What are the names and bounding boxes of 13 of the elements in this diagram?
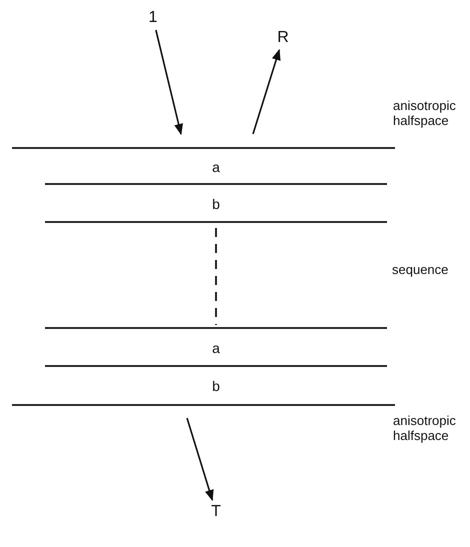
wave-label: 1 <box>144 6 162 30</box>
layer-label: b <box>212 196 220 212</box>
arrow <box>155 30 183 136</box>
arrow <box>252 48 281 134</box>
layer-label: b <box>212 378 220 394</box>
arrow <box>186 418 214 502</box>
region-label: anisotropic halfspace <box>393 98 457 128</box>
wave-label: T <box>207 500 225 524</box>
layer-label: a <box>212 158 220 174</box>
region-label: sequence <box>392 262 450 277</box>
region-label: anisotropic halfspace <box>393 413 457 443</box>
wave-label: R <box>274 26 292 50</box>
layer-label: a <box>212 340 220 356</box>
